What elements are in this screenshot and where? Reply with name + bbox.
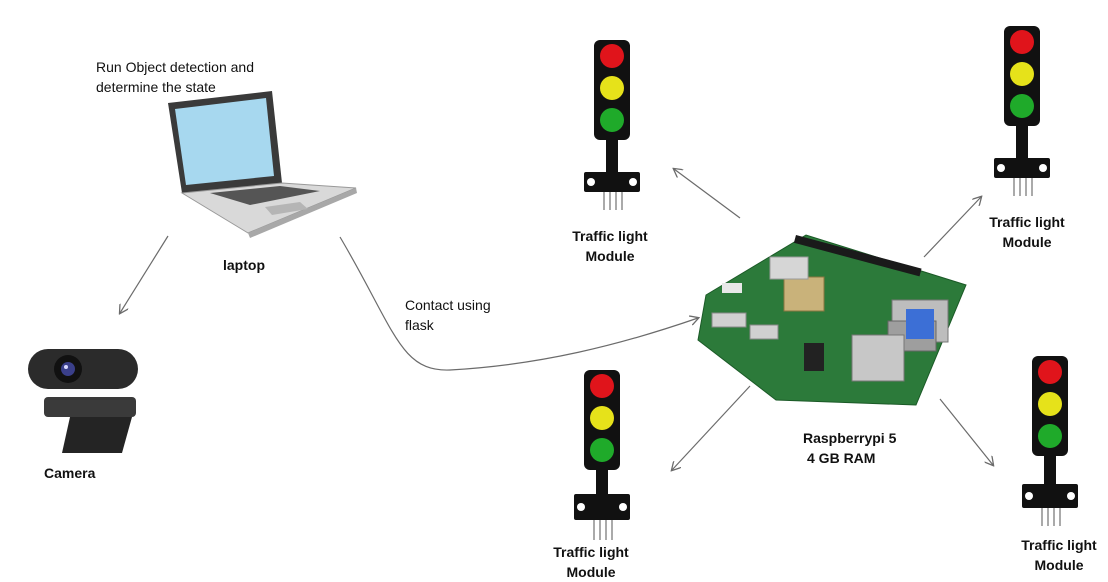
traffic-light-label-bottom: Traffic light Module bbox=[553, 544, 629, 580]
traffic-light-icon-bottom bbox=[574, 370, 630, 540]
raspberry-label-line2: 4 GB RAM bbox=[807, 450, 876, 466]
arrow-laptop-to-raspberry bbox=[339, 236, 698, 371]
traffic-light-label-bottom-right: Traffic light Module bbox=[1021, 537, 1097, 573]
camera-label: Camera bbox=[44, 465, 96, 481]
webcam-icon bbox=[28, 349, 138, 453]
arrow-pi-to-tl-bottom bbox=[672, 385, 751, 470]
raspberry-pi-board-icon bbox=[697, 234, 967, 406]
arrow-pi-to-tl-top-right bbox=[923, 197, 981, 258]
traffic-light-icon-top-right bbox=[994, 26, 1050, 196]
contact-label: Contact using flask bbox=[405, 297, 491, 333]
arrow-pi-to-tl-top bbox=[674, 169, 741, 219]
arrow-laptop-to-camera bbox=[120, 235, 169, 313]
raspberry-label-line1: Raspberrypi 5 bbox=[803, 430, 897, 446]
laptop-icon bbox=[168, 91, 357, 238]
arrow-pi-to-tl-bottom-right bbox=[939, 398, 993, 465]
traffic-light-icon-bottom-right bbox=[1022, 356, 1078, 526]
raspberry-label: Raspberrypi 5 4 GB RAM bbox=[803, 428, 896, 468]
traffic-light-icon-top bbox=[584, 40, 640, 210]
traffic-light-label-top: Traffic light Module bbox=[572, 228, 648, 264]
traffic-light-label-top-right: Traffic light Module bbox=[989, 214, 1065, 250]
laptop-label: laptop bbox=[223, 257, 265, 273]
laptop-caption: Run Object detection and determine the s… bbox=[96, 59, 254, 95]
